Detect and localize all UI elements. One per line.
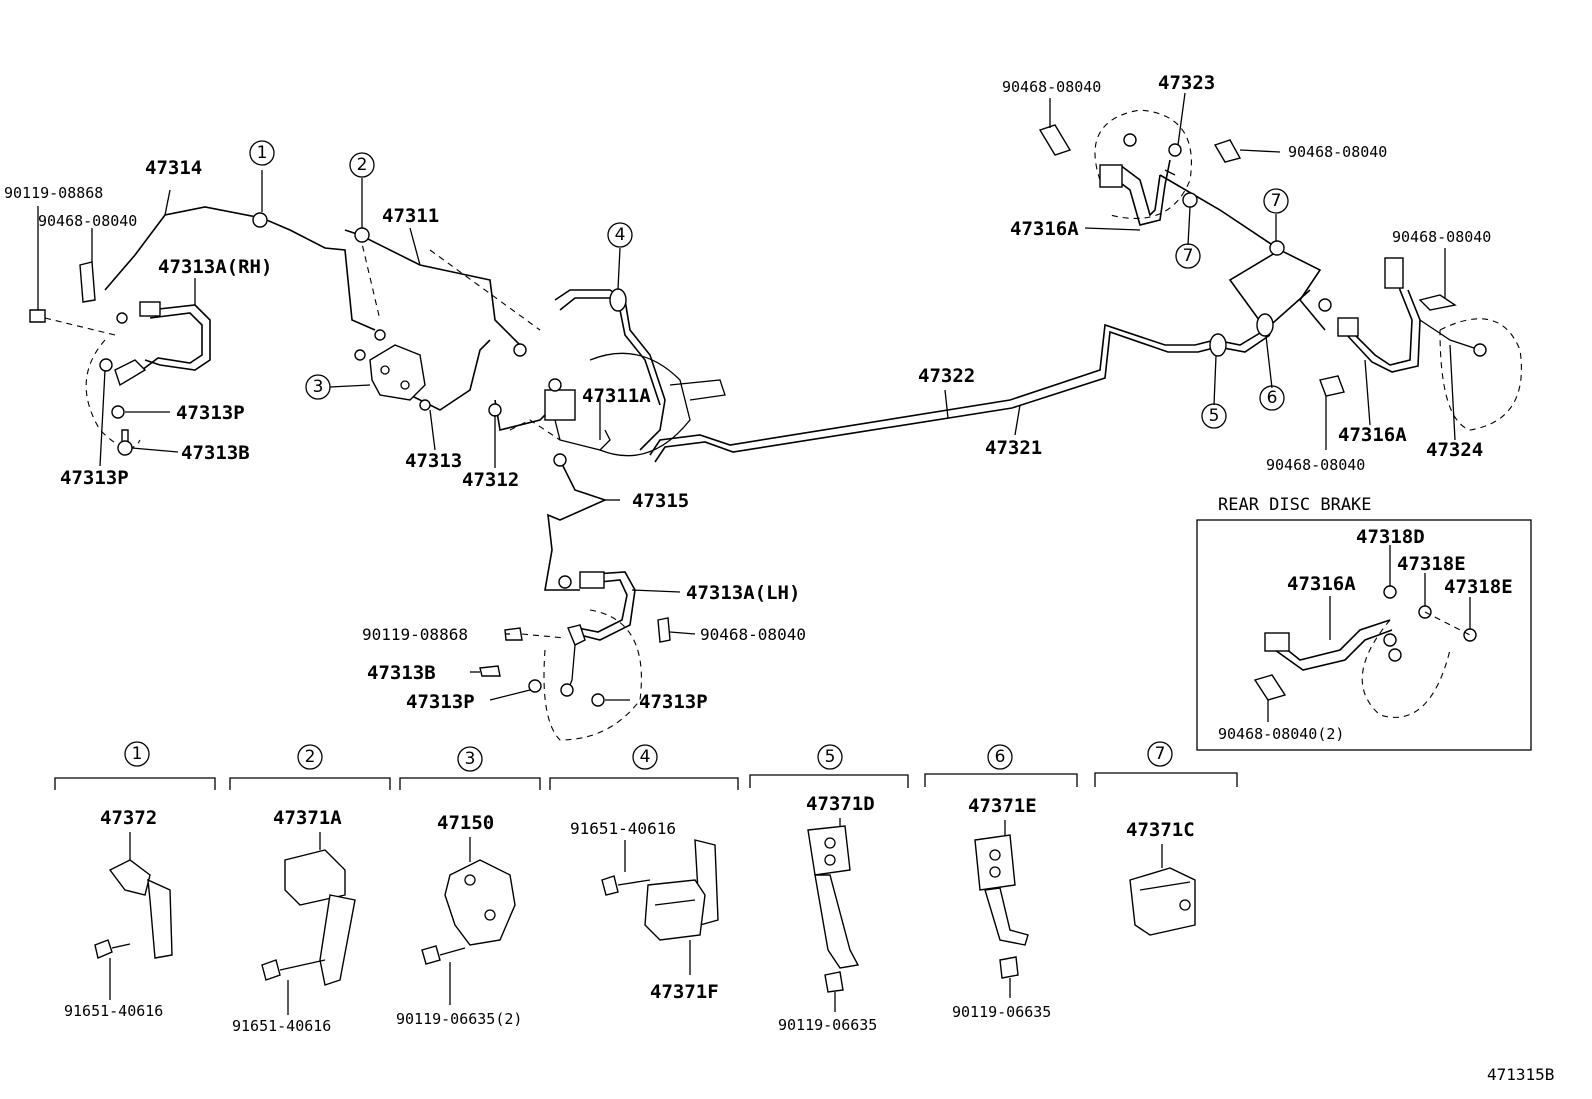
label-90468-08040-a: 90468-08040 — [38, 212, 137, 230]
proportioning-valve — [354, 329, 431, 411]
callout-4: 4 — [615, 225, 626, 245]
detail-group-5: 5 47371D 90119-06635 — [749, 744, 909, 1034]
detail-1-part-a: 47372 — [100, 807, 157, 829]
label-90468-08040-d: 90468-08040 — [1288, 143, 1387, 161]
label-47311A: 47311A — [582, 385, 651, 407]
rear-disc-brake-title: REAR DISC BRAKE — [1218, 495, 1372, 515]
detail-2-number: 2 — [305, 747, 316, 767]
detail-3-part-a: 47150 — [437, 812, 494, 834]
detail-group-1: 1 47372 91651-40616 — [54, 741, 216, 1020]
detail-group-4: 4 91651-40616 47371F — [549, 744, 739, 1003]
label-90468-08040-f: 90468-08040 — [1266, 456, 1365, 474]
label-47316A-b: 47316A — [1338, 424, 1407, 446]
label-47312: 47312 — [462, 469, 519, 491]
brake-tube-47314 — [104, 206, 376, 331]
label-90119-08868-a: 90119-08868 — [4, 184, 103, 202]
label-47316A-c: 47316A — [1287, 573, 1356, 595]
label-47313P-a: 47313P — [176, 402, 245, 424]
detail-6-part-b: 90119-06635 — [952, 1003, 1051, 1021]
figure-code: 471315B — [1487, 1065, 1554, 1084]
brake-master-cylinder — [488, 343, 726, 467]
detail-2-part-b: 91651-40616 — [232, 1017, 331, 1035]
callout-7a: 7 — [1271, 191, 1282, 211]
detail-6-part-a: 47371E — [968, 795, 1037, 817]
detail-3-number: 3 — [465, 749, 476, 769]
label-47313P-d: 47313P — [639, 691, 708, 713]
label-90468-08040-c: 90468-08040 — [1002, 78, 1101, 96]
callout-7b: 7 — [1183, 246, 1194, 266]
callouts-main: 1 2 3 4 5 6 7 7 — [249, 140, 1289, 429]
tube-clamp-points — [252, 192, 1285, 357]
label-47315: 47315 — [632, 490, 689, 512]
label-47313A-LH: 47313A(LH) — [686, 582, 800, 604]
rear-right-hose — [1318, 257, 1522, 431]
rear-disc-brake-box — [1196, 519, 1532, 751]
front-lh-brake-hose — [479, 571, 671, 741]
detail-1-number: 1 — [132, 744, 143, 764]
brake-tube-to-master — [554, 289, 666, 451]
detail-5-part-a: 47371D — [806, 793, 875, 815]
label-47314: 47314 — [145, 157, 202, 179]
detail-5-number: 5 — [825, 747, 836, 767]
detail-7-number: 7 — [1155, 744, 1166, 764]
label-47313A-RH: 47313A(RH) — [158, 256, 272, 278]
detail-2-part-a: 47371A — [273, 807, 342, 829]
leader-lines — [37, 92, 1471, 722]
label-47313: 47313 — [405, 450, 462, 472]
detail-4-part-b: 47371F — [650, 981, 719, 1003]
detail-5-part-b: 90119-06635 — [778, 1016, 877, 1034]
label-47316A-a: 47316A — [1010, 218, 1079, 240]
part-labels: 47314 47311 90119-08868 90468-08040 4731… — [4, 72, 1513, 743]
front-rh-brake-hose — [29, 261, 211, 456]
detail-4-number: 4 — [640, 747, 651, 767]
label-47313B-b: 47313B — [367, 662, 436, 684]
label-90468-08040-2: 90468-08040(2) — [1218, 725, 1344, 743]
detail-group-7: 7 47371C — [1094, 741, 1238, 936]
detail-group-6: 6 47371E 90119-06635 — [924, 744, 1078, 1021]
brake-tube-47315 — [544, 459, 608, 591]
callout-5: 5 — [1209, 406, 1220, 426]
label-47324: 47324 — [1426, 439, 1483, 461]
brake-tube-47311 — [344, 229, 541, 346]
label-90119-08868-b: 90119-08868 — [362, 625, 468, 644]
callout-3: 3 — [313, 377, 324, 397]
label-47313P-b: 47313P — [60, 467, 129, 489]
detail-group-3: 3 47150 90119-06635(2) — [396, 746, 541, 1028]
label-47313P-c: 47313P — [406, 691, 475, 713]
callout-2: 2 — [357, 155, 368, 175]
label-47323: 47323 — [1158, 72, 1215, 94]
detail-1-part-b: 91651-40616 — [64, 1002, 163, 1020]
label-47318E-b: 47318E — [1444, 576, 1513, 598]
label-90468-08040-e: 90468-08040 — [1392, 228, 1491, 246]
detail-3-part-b: 90119-06635(2) — [396, 1010, 522, 1028]
label-47318E-a: 47318E — [1397, 553, 1466, 575]
label-47321: 47321 — [985, 437, 1042, 459]
callout-6: 6 — [1267, 388, 1278, 408]
detail-group-2: 2 47371A 91651-40616 — [229, 744, 391, 1035]
label-47318D: 47318D — [1356, 526, 1425, 548]
label-47322: 47322 — [918, 365, 975, 387]
detail-4-part-a: 91651-40616 — [570, 819, 676, 838]
detail-6-number: 6 — [995, 747, 1006, 767]
callout-1: 1 — [257, 143, 268, 163]
label-90468-08040-b: 90468-08040 — [700, 625, 806, 644]
label-47313B-a: 47313B — [181, 442, 250, 464]
rear-upper-hose — [1038, 109, 1242, 226]
brake-tube-47322-47321 — [649, 174, 1326, 463]
label-47311: 47311 — [382, 205, 439, 227]
detail-7-part-a: 47371C — [1126, 819, 1195, 841]
